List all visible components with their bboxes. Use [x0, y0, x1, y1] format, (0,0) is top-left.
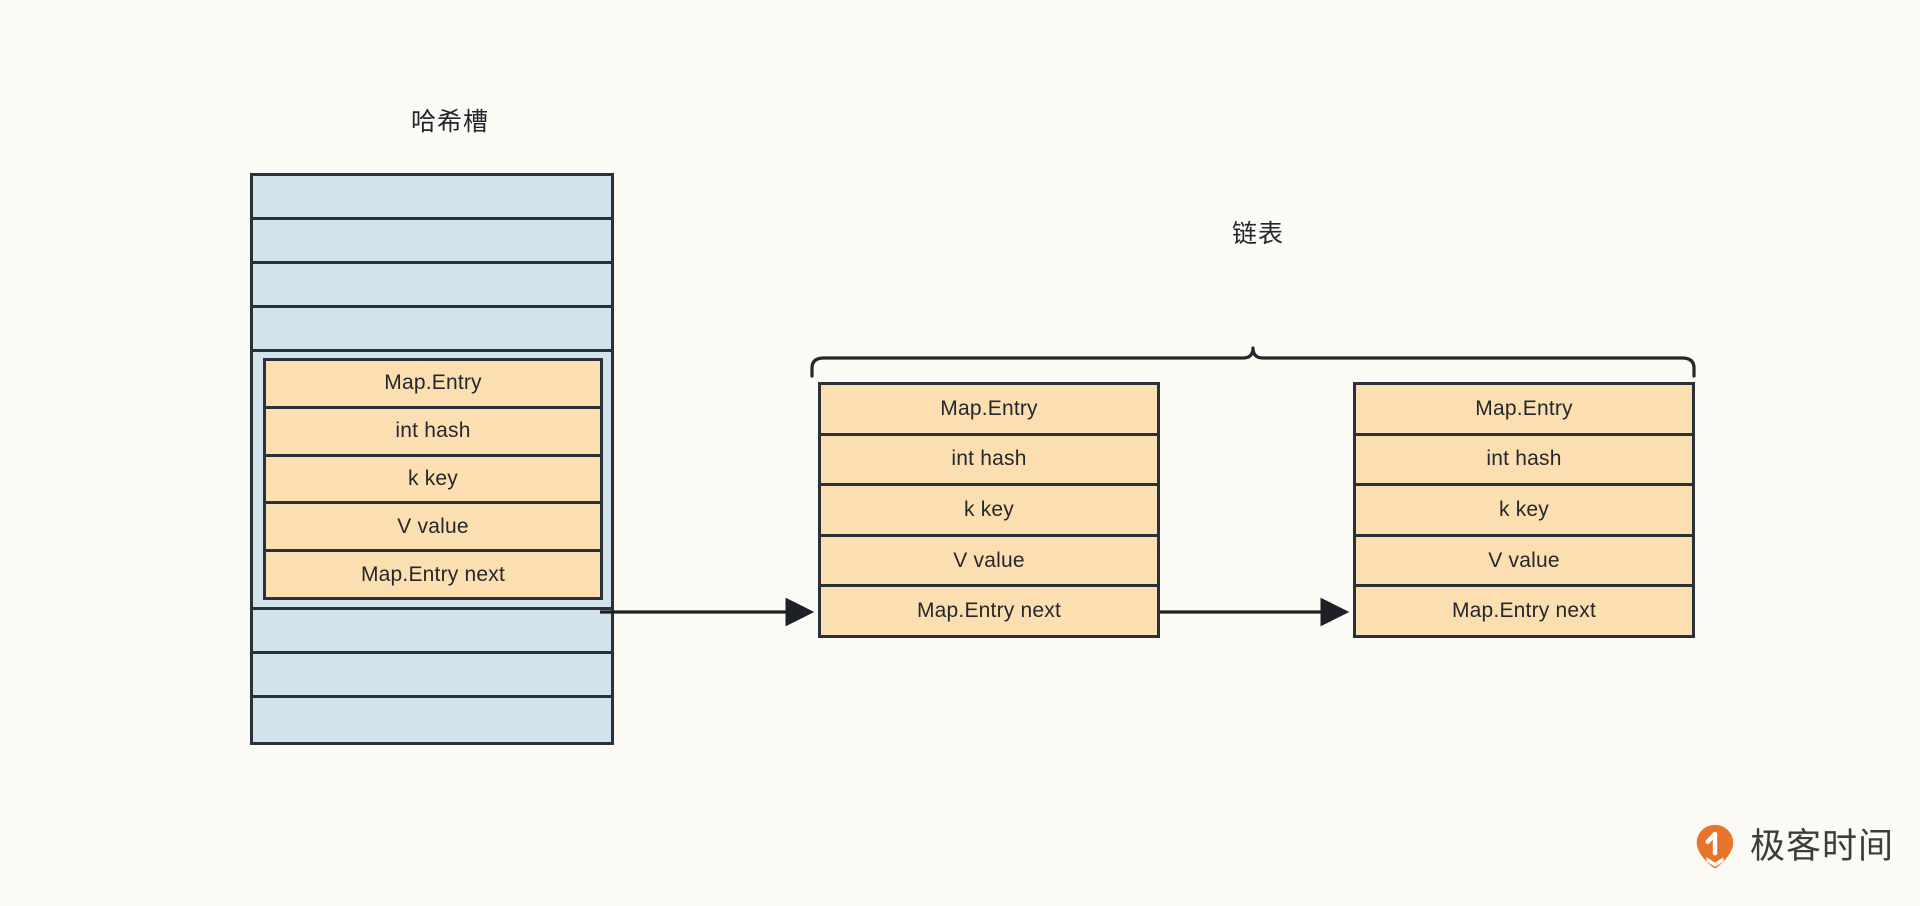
entry-row-type: Map.Entry — [821, 385, 1157, 436]
geektime-brand-text: 极客时间 — [1750, 826, 1895, 866]
entry-row-type: Map.Entry — [1356, 385, 1692, 436]
entry-row-next: Map.Entry next — [266, 552, 600, 597]
entry-row-next: Map.Entry next — [1356, 587, 1692, 635]
entry-row-value: V value — [1356, 536, 1692, 588]
entry-row-value: V value — [821, 536, 1157, 588]
hash-slot-cell-empty — [253, 698, 611, 742]
arrow-entry1-to-entry2 — [600, 597, 815, 627]
linked-list-brace — [810, 346, 1696, 378]
entry-row-key: k key — [266, 456, 600, 505]
hash-slot-cell-empty — [253, 308, 611, 352]
map-entry-box-3: Map.Entry int hash k key V value Map.Ent… — [1353, 382, 1695, 638]
geektime-pin-icon — [1696, 824, 1734, 869]
hash-slot-cell-empty — [253, 654, 611, 698]
hash-slot-cell-empty — [253, 264, 611, 308]
linked-list-title: 链表 — [1231, 220, 1284, 248]
entry-row-key: k key — [1356, 486, 1692, 537]
entry-row-key: k key — [821, 486, 1157, 537]
hash-slot-title: 哈希槽 — [410, 108, 489, 136]
hash-slot-table: Map.Entry int hash k key V value Map.Ent… — [250, 173, 614, 745]
hash-slot-cell-empty — [253, 220, 611, 264]
map-entry-box-2: Map.Entry int hash k key V value Map.Ent… — [818, 382, 1160, 638]
hash-slot-cell-empty — [253, 176, 611, 220]
entry-row-hash: int hash — [1356, 435, 1692, 487]
arrow-entry2-to-entry3 — [1160, 597, 1350, 627]
entry-row-type: Map.Entry — [266, 361, 600, 409]
entry-row-hash: int hash — [821, 435, 1157, 487]
entry-row-next: Map.Entry next — [821, 587, 1157, 635]
geektime-watermark: 极客时间 — [1692, 816, 1902, 876]
hash-slot-cell-occupied: Map.Entry int hash k key V value Map.Ent… — [253, 352, 611, 610]
hash-slot-cell-empty — [253, 610, 611, 654]
entry-row-value: V value — [266, 504, 600, 553]
entry-row-hash: int hash — [266, 408, 600, 457]
map-entry-box-1: Map.Entry int hash k key V value Map.Ent… — [263, 358, 603, 600]
